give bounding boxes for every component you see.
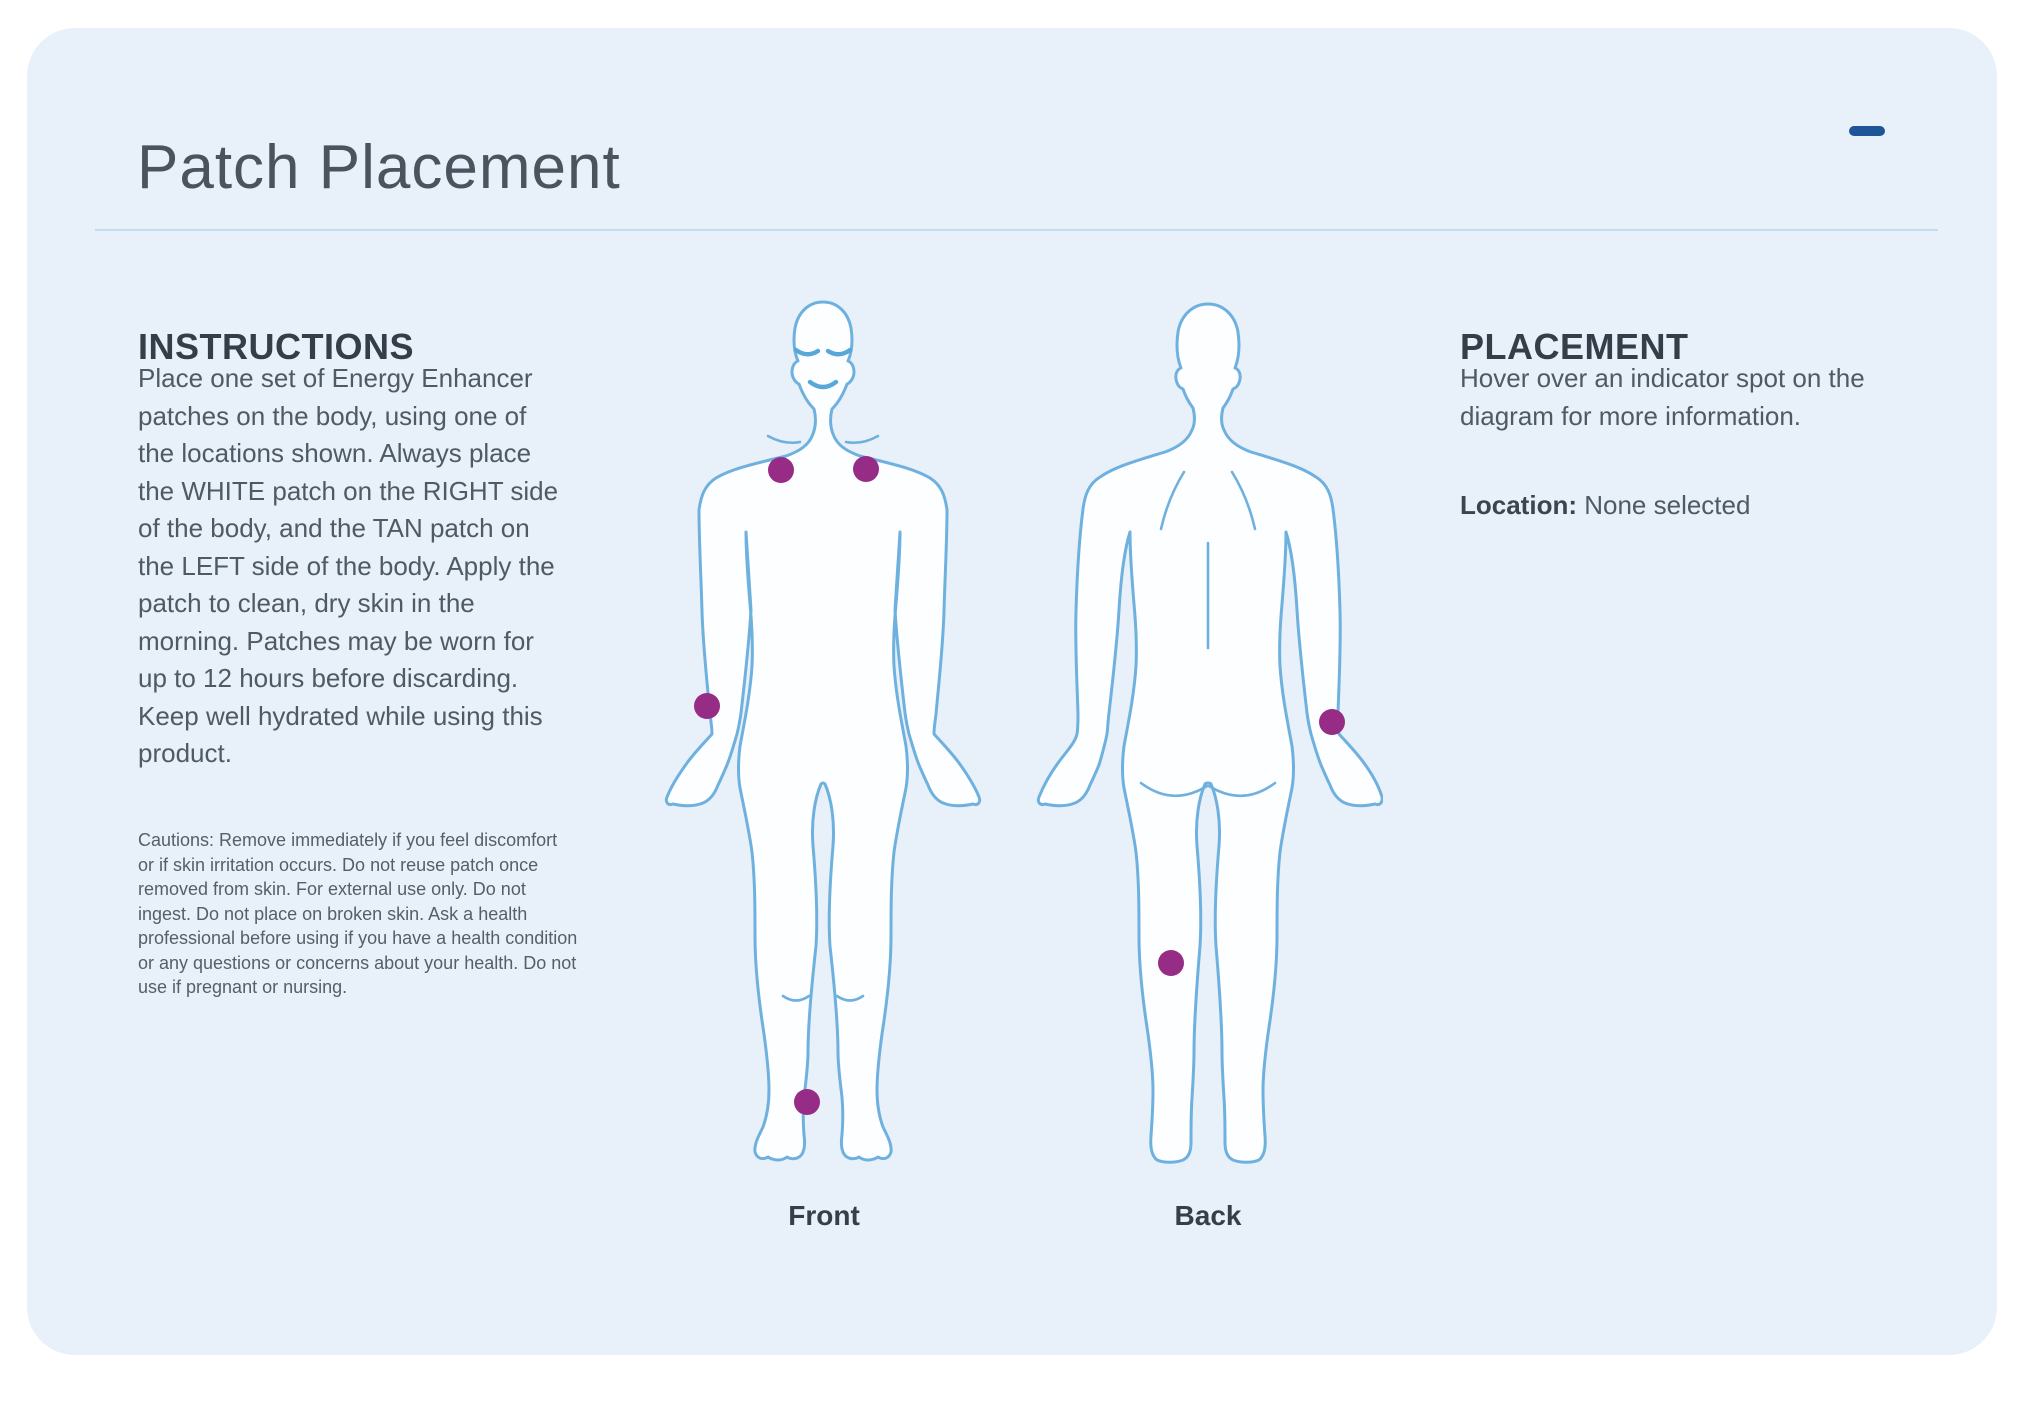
page-title: Patch Placement — [137, 132, 621, 202]
shoulder-blade-right-line — [1230, 470, 1257, 531]
back-figure-diagram — [1036, 302, 1383, 1164]
patch-placement-panel — [27, 28, 1997, 1355]
placement-hint: Hover over an indicator spot on the diag… — [1460, 363, 1865, 431]
instructions-heading: INSTRUCTIONS — [138, 325, 414, 367]
closed-eye-right-icon — [825, 347, 853, 357]
collarbone-left-line — [766, 434, 802, 445]
front-body-outline — [664, 300, 982, 1162]
minus-icon — [1849, 126, 1885, 136]
closed-eye-left-icon — [793, 347, 821, 357]
buttock-left-line — [1139, 781, 1209, 798]
placement-spot-front[interactable] — [853, 456, 879, 482]
header-divider — [95, 229, 1938, 231]
collapse-button[interactable] — [1838, 110, 1896, 152]
placement-spot-back[interactable] — [1158, 950, 1184, 976]
location-label: Location: — [1460, 490, 1577, 520]
buttock-right-line — [1207, 781, 1277, 798]
back-body-outline — [1036, 302, 1383, 1164]
front-figure-diagram — [664, 300, 982, 1162]
mouth-icon — [807, 379, 839, 390]
placement-spot-front[interactable] — [768, 457, 794, 483]
placement-spot-back[interactable] — [1319, 709, 1345, 735]
back-view-label: Back — [1174, 1200, 1242, 1231]
shoulder-blade-left-line — [1159, 470, 1186, 531]
instructions-body: Place one set of Energy Enhancer patches… — [138, 363, 559, 768]
cautions-text: Cautions: Remove immediately if you feel… — [138, 830, 578, 997]
placement-spot-front[interactable] — [794, 1089, 820, 1115]
kneecap-right-line — [835, 994, 865, 1002]
kneecap-left-line — [781, 994, 811, 1002]
location-value: None selected — [1584, 490, 1751, 520]
placement-heading: PLACEMENT — [1460, 325, 1689, 367]
location-row: Location: None selected — [1460, 490, 1750, 521]
placement-spot-front[interactable] — [694, 693, 720, 719]
front-view-label: Front — [788, 1200, 860, 1231]
collarbone-right-line — [844, 434, 880, 445]
